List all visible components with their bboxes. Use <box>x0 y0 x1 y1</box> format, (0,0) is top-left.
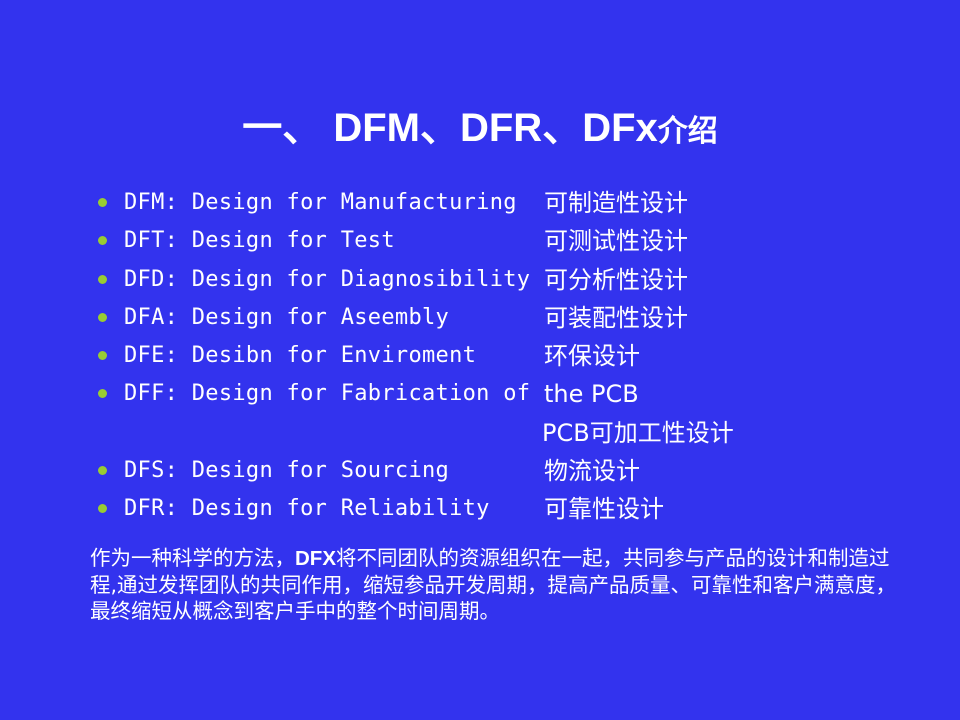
paragraph-bold-dfx: DFX <box>295 547 336 570</box>
list-item-dfs: DFS: Design for Sourcing 物流设计 <box>96 452 916 490</box>
item-english: DFD: Design for Diagnosibility <box>124 266 531 292</box>
item-english: DFM: Design for Manufacturing <box>124 190 517 215</box>
item-english: DFE: Desibn for Enviroment <box>124 343 477 369</box>
title-prefix: 一、 DFM、DFR、DFx <box>242 106 658 150</box>
bullet-dot-icon <box>98 389 107 399</box>
list-item-dff-continued: PCB可加工性设计 <box>96 414 916 452</box>
item-english: DFF: Design for Fabrication of <box>124 381 531 407</box>
summary-paragraph: 作为一种科学的方法，DFX将不同团队的资源组织在一起，共同参与产品的设计和制造过… <box>90 545 905 624</box>
item-chinese: 可装配性设计 <box>544 303 688 332</box>
paragraph-after: 将不同团队的资源组织在一起，共同参与产品的设计和制造过程,通过发挥团队的共同作用… <box>90 546 897 623</box>
bullet-list: DFM: Design for Manufacturing 可制造性设计 DFT… <box>96 184 916 529</box>
item-chinese: 可测试性设计 <box>544 227 688 256</box>
item-chinese: the PCB <box>544 380 639 409</box>
item-chinese: 物流设计 <box>544 457 640 486</box>
bullet-dot-icon <box>98 466 107 476</box>
bullet-dot-icon <box>98 312 107 322</box>
item-chinese: 环保设计 <box>544 342 640 371</box>
list-item-dfe: DFE: Desibn for Enviroment 环保设计 <box>96 337 916 375</box>
item-chinese: 可分析性设计 <box>544 265 688 294</box>
slide-title: 一、 DFM、DFR、DFx介绍 <box>0 100 960 160</box>
title-suffix: 介绍 <box>657 115 718 148</box>
paragraph-before: 作为一种科学的方法， <box>90 546 295 570</box>
item-english: DFT: Design for Test <box>124 228 395 254</box>
item-chinese: 可制造性设计 <box>544 189 688 217</box>
bullet-dot-icon <box>98 351 107 361</box>
item-english: DFS: Design for Sourcing <box>124 458 450 484</box>
list-item-dfr: DFR: Design for Reliability 可靠性设计 <box>96 490 916 528</box>
item-english: DFR: Design for Reliability <box>124 496 490 522</box>
bullet-dot-icon <box>98 274 107 284</box>
item-english: DFA: Design for Aseembly <box>124 304 450 330</box>
bullet-dot-icon <box>98 236 107 246</box>
bullet-dot-icon <box>98 504 107 514</box>
item-chinese: PCB可加工性设计 <box>542 418 734 447</box>
item-chinese: 可靠性设计 <box>544 495 664 524</box>
bullet-dot-icon <box>98 198 107 207</box>
list-item-dft: DFT: Design for Test 可测试性设计 <box>96 222 916 260</box>
list-item-dff: DFF: Design for Fabrication of the PCB <box>96 375 916 413</box>
list-item-dfa: DFA: Design for Aseembly 可装配性设计 <box>96 299 916 337</box>
list-item-dfd: DFD: Design for Diagnosibility 可分析性设计 <box>96 261 916 299</box>
list-item-dfm: DFM: Design for Manufacturing 可制造性设计 <box>96 184 916 222</box>
